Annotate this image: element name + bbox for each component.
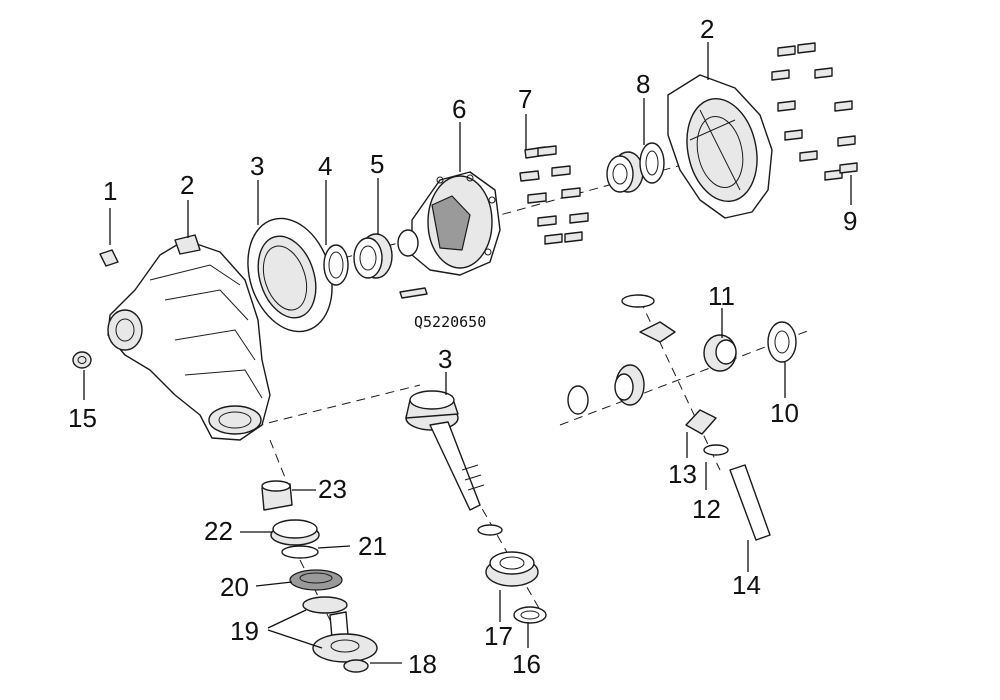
part-6-differential-case [397,171,501,276]
callout-14: 14 [732,570,761,600]
part-10-washer [767,321,797,363]
callout-labels: 1 2 3 4 5 6 7 8 2 9 11 10 13 12 14 15 3 … [68,14,857,679]
callout-20: 20 [220,572,249,602]
part-17-bearing [477,524,539,587]
part-15-nut [72,351,92,369]
callout-23: 23 [318,474,347,504]
part-23-sleeve [261,480,293,511]
callout-3-bottom: 3 [438,344,452,374]
callout-17: 17 [484,621,513,651]
part-bearing-right [606,151,644,193]
callout-2-left: 2 [180,170,194,200]
part-pin [399,287,428,299]
callout-6: 6 [452,94,466,124]
part-7-bolts [519,145,589,245]
callout-10: 10 [770,398,799,428]
part-19-flange [302,596,378,663]
part-4-washer [323,244,349,286]
part-12-washer [703,444,729,456]
callout-5: 5 [370,149,384,179]
callout-1: 1 [103,176,117,206]
part-3-pinion-shaft [405,390,485,511]
part-2-housing-right [667,74,773,219]
part-22-bearing [270,519,320,546]
part-9-bolts [771,42,858,181]
callout-9: 9 [843,206,857,236]
part-code-label: Q5220650 [414,313,486,331]
callout-21: 21 [358,531,387,561]
callout-12: 12 [692,494,721,524]
part-13-pinion-gear [685,409,717,435]
callout-3-top: 3 [250,151,264,181]
part-21-washer [281,545,319,559]
callout-22: 22 [204,516,233,546]
callout-15: 15 [68,403,97,433]
part-16-washer [513,606,547,624]
callout-2-right: 2 [700,14,714,44]
callout-19: 19 [230,616,259,646]
part-differential-gears [567,294,676,415]
callout-7: 7 [518,84,532,114]
callout-16: 16 [512,649,541,679]
part-11-side-gear [703,334,737,372]
part-5-bearing [353,233,393,279]
callout-8: 8 [636,69,650,99]
part-14-shaft [729,464,771,541]
callout-13: 13 [668,459,697,489]
part-18-nut [343,659,369,673]
part-1-plug [99,249,119,267]
leader-lines [83,42,852,664]
callout-11: 11 [708,281,735,311]
part-2-housing-left [107,234,271,441]
callout-4: 4 [318,151,332,181]
part-20-bearing [289,569,343,591]
callout-18: 18 [408,649,437,679]
part-3-seal-ring [247,217,333,333]
part-8-shim [639,142,665,184]
